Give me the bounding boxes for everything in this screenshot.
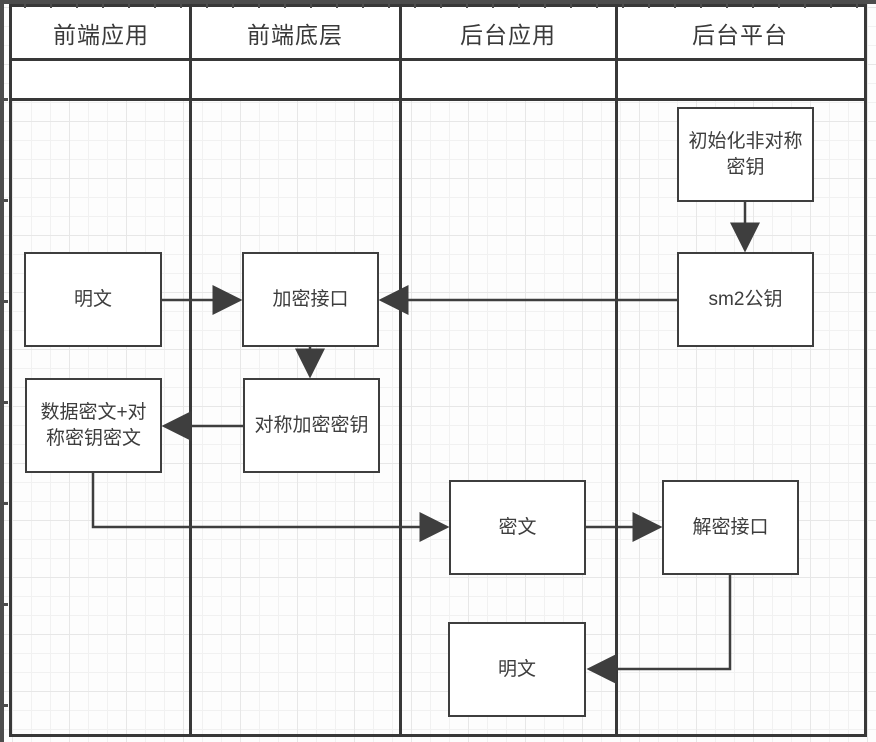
node-ciphertext[interactable]: 密文 [449, 480, 586, 575]
lane-header-frontend-app[interactable]: 前端应用 [12, 7, 190, 58]
lane-header-backend-platform[interactable]: 后台平台 [616, 7, 864, 58]
swimlane-pool: 前端应用 前端底层 后台应用 后台平台 [9, 4, 867, 737]
lane-header-label: 后台应用 [460, 21, 556, 48]
lane-header-label: 前端底层 [247, 21, 343, 48]
node-plaintext-source[interactable]: 明文 [24, 252, 162, 347]
node-label: sm2公钥 [708, 288, 783, 310]
node-init-asym-key[interactable]: 初始化非对称密钥 [677, 107, 814, 202]
horizontal-ruler [0, 0, 876, 8]
edge-data-cipher-to-ciphertext[interactable] [91, 473, 450, 542]
node-decrypt-api[interactable]: 解密接口 [662, 480, 799, 575]
lane-header-frontend-core[interactable]: 前端底层 [190, 7, 400, 58]
lane-subheader-row [12, 61, 864, 101]
lane-header-backend-app[interactable]: 后台应用 [400, 7, 616, 58]
node-label: 对称加密密钥 [254, 414, 369, 436]
node-label: 明文 [497, 658, 536, 680]
node-encrypt-api[interactable]: 加密接口 [242, 252, 379, 347]
lane-divider [399, 7, 402, 734]
lane-divider [189, 7, 192, 734]
node-label: 密文 [498, 516, 537, 538]
lane-divider [615, 7, 618, 734]
node-label: 明文 [73, 288, 112, 310]
node-label: 解密接口 [692, 516, 769, 538]
node-sm2-public-key[interactable]: sm2公钥 [677, 252, 814, 347]
node-sym-encrypt-key[interactable]: 对称加密密钥 [243, 378, 380, 473]
lane-header-row: 前端应用 前端底层 后台应用 后台平台 [12, 7, 864, 61]
lane-header-label: 前端应用 [53, 21, 149, 48]
node-plaintext-result[interactable]: 明文 [448, 622, 586, 717]
node-label: 数据密文+对称密钥密文 [40, 401, 147, 449]
node-data-cipher[interactable]: 数据密文+对称密钥密文 [25, 378, 162, 473]
lane-header-label: 后台平台 [692, 21, 788, 48]
edge-decrypt-api-to-plaintext-result[interactable] [586, 575, 732, 684]
node-label: 初始化非对称密钥 [688, 130, 803, 178]
vertical-ruler [0, 0, 8, 742]
node-label: 加密接口 [272, 288, 349, 310]
